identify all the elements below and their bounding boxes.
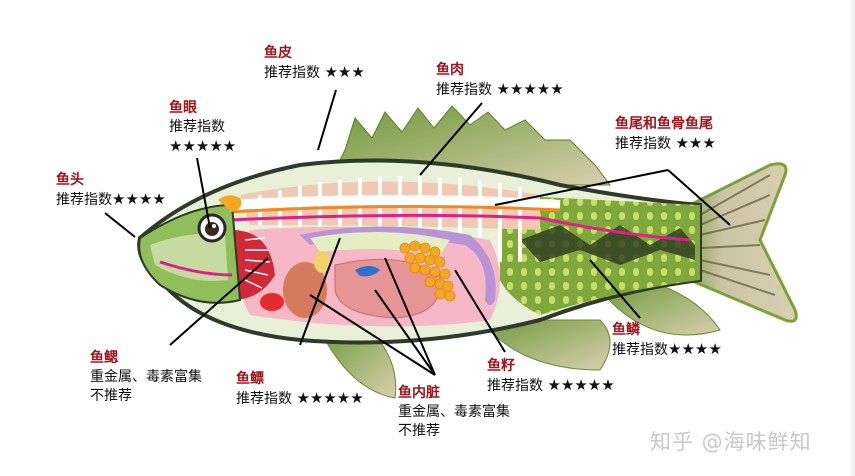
label-text: 推荐指数 bbox=[487, 378, 543, 394]
ventral-fin-rear bbox=[598, 284, 721, 336]
gallbladder bbox=[314, 251, 330, 273]
label-title: 鱼鳃 bbox=[90, 350, 118, 366]
label-note: 不推荐 bbox=[398, 423, 440, 439]
label-text: 推荐指数 bbox=[236, 391, 292, 407]
label-fish-tail: 鱼尾和鱼骨鱼尾 推荐指数 ★★★ bbox=[615, 114, 716, 154]
tail-fin bbox=[688, 162, 798, 323]
label-text: 推荐指数 bbox=[612, 342, 668, 358]
label-fish-scales: 鱼鳞 推荐指数★★★★ bbox=[612, 320, 722, 360]
label-title: 鱼尾和鱼骨鱼尾 bbox=[615, 116, 713, 132]
label-note: 不推荐 bbox=[90, 388, 132, 404]
label-title: 鱼头 bbox=[56, 172, 84, 188]
rating-stars: ★★★★ bbox=[112, 190, 166, 208]
label-text: 推荐指数 bbox=[56, 192, 112, 208]
spleen bbox=[355, 266, 380, 277]
label-title: 鱼鳔 bbox=[236, 371, 264, 387]
label-fish-eye: 鱼眼 推荐指数 ★★★★★ bbox=[169, 98, 236, 156]
label-text: 重金属、毒素富集 bbox=[90, 369, 202, 385]
label-title: 鱼籽 bbox=[487, 358, 515, 374]
label-fish-meat: 鱼肉 推荐指数 ★★★★★ bbox=[436, 60, 564, 100]
label-title: 鱼内脏 bbox=[398, 385, 440, 401]
label-text: 推荐指数 bbox=[169, 119, 225, 135]
rating-stars: ★★★ bbox=[675, 134, 716, 152]
label-swim-bladder: 鱼鳔 推荐指数 ★★★★★ bbox=[236, 369, 364, 409]
label-fish-roe: 鱼籽 推荐指数 ★★★★★ bbox=[487, 356, 615, 396]
pelvic-fin bbox=[319, 329, 397, 399]
label-title: 鱼肉 bbox=[436, 62, 464, 78]
roe bbox=[399, 240, 456, 302]
anal-fin bbox=[478, 319, 611, 371]
label-title: 鱼皮 bbox=[264, 45, 292, 61]
rating-stars: ★★★ bbox=[324, 63, 365, 81]
rating-stars: ★★★★★ bbox=[169, 137, 237, 155]
label-title: 鱼眼 bbox=[169, 100, 197, 116]
label-text: 推荐指数 bbox=[264, 65, 320, 81]
right-edge-shadow bbox=[849, 0, 855, 476]
label-title: 鱼鳞 bbox=[612, 322, 640, 338]
label-fish-head: 鱼头 推荐指数★★★★ bbox=[56, 170, 166, 210]
watermark: 知乎 @海味鲜知 bbox=[650, 430, 812, 454]
label-fish-gills: 鱼鳃 重金属、毒素富集 不推荐 bbox=[90, 348, 202, 406]
label-text: 推荐指数 bbox=[436, 82, 492, 98]
label-text: 重金属、毒素富集 bbox=[398, 404, 510, 420]
label-fish-skin: 鱼皮 推荐指数 ★★★ bbox=[264, 43, 365, 83]
rating-stars: ★★★★★ bbox=[296, 389, 364, 407]
label-fish-viscera: 鱼内脏 重金属、毒素富集 不推荐 bbox=[398, 383, 510, 441]
rating-stars: ★★★★★ bbox=[496, 80, 564, 98]
pointer-lines bbox=[104, 89, 731, 376]
label-text: 推荐指数 bbox=[615, 136, 671, 152]
heart bbox=[260, 293, 284, 311]
rating-stars: ★★★★ bbox=[668, 340, 722, 358]
spine bbox=[229, 195, 561, 210]
rating-stars: ★★★★★ bbox=[547, 376, 615, 394]
